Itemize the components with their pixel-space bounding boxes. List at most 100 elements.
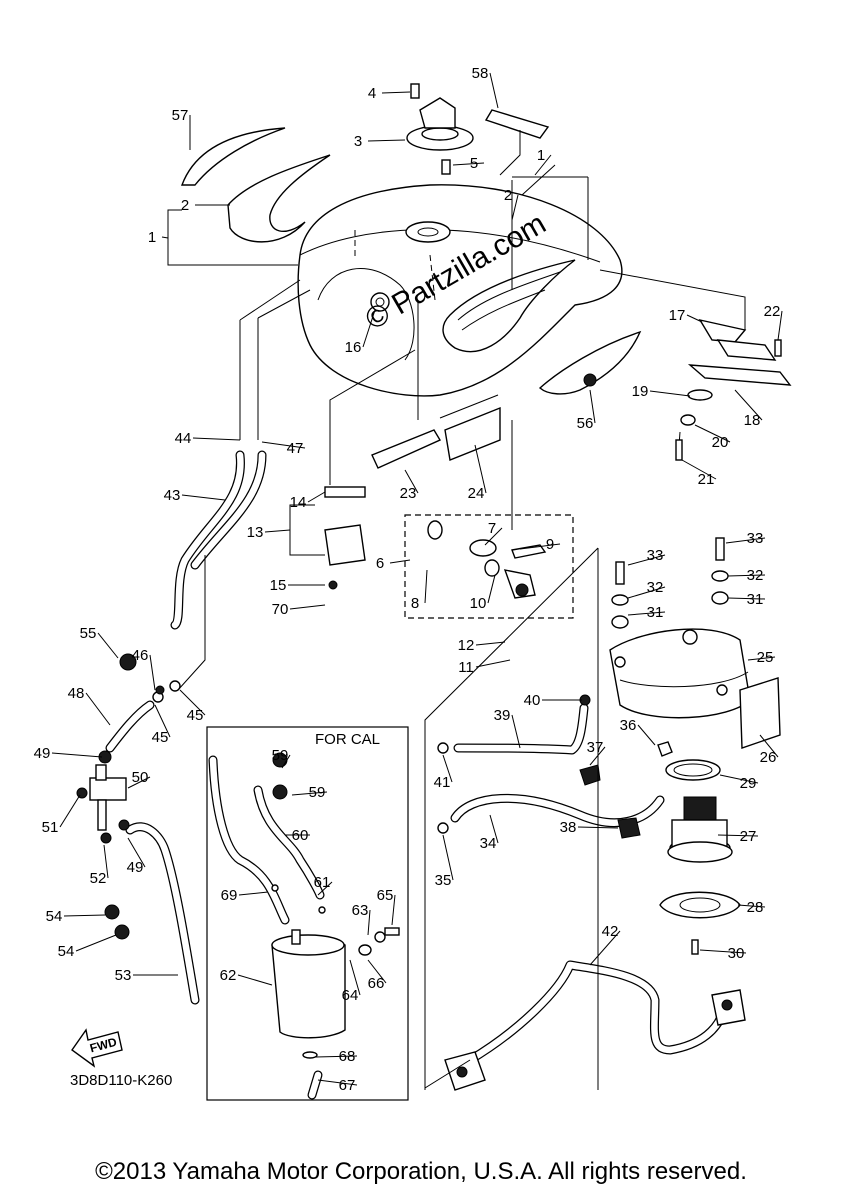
callout-leader-18 — [734, 389, 763, 421]
callout-leader-45 — [154, 704, 171, 738]
callout-19: 19 — [632, 383, 649, 400]
filler-neck — [405, 159, 451, 243]
callout-4: 4 — [368, 85, 376, 102]
callout-57: 57 — [172, 107, 189, 124]
callout-17: 17 — [669, 307, 686, 324]
callout-59: 59 — [272, 747, 289, 764]
callout-55: 55 — [80, 625, 97, 642]
callout-leader-10 — [487, 574, 496, 604]
callout-leader-8 — [424, 569, 428, 604]
hose-53 — [125, 822, 200, 1005]
callout-38: 38 — [560, 819, 577, 836]
callout-51: 51 — [42, 819, 59, 836]
hose-48 — [105, 700, 155, 753]
callout-leader-11 — [475, 659, 511, 668]
fwd-arrow-icon: FWD — [71, 1028, 123, 1068]
callout-2: 2 — [181, 197, 189, 214]
callout-31-b6: 31 — [647, 604, 664, 621]
callout-leader-46 — [149, 654, 156, 691]
callout-6: 6 — [376, 555, 384, 572]
callout-61: 61 — [314, 874, 331, 891]
callout-leader-25 — [747, 656, 776, 661]
callout-leader-32-b7 — [627, 586, 666, 599]
callout-leader-52 — [103, 844, 109, 879]
callout-leader-42 — [589, 930, 621, 966]
callout-12: 12 — [458, 637, 475, 654]
callout-45-b2: 45 — [187, 707, 204, 724]
canister-62 — [271, 929, 346, 1100]
callout-leader-49 — [51, 752, 103, 758]
callout-leader-68 — [315, 1055, 358, 1058]
callout-3: 3 — [354, 133, 362, 150]
callout-33-b8: 33 — [647, 547, 664, 564]
reference-code: 3D8D110-K260 — [70, 1072, 173, 1089]
callout-leader-27 — [717, 834, 759, 837]
callout-30: 30 — [728, 945, 745, 962]
callout-leader-12 — [475, 641, 506, 646]
pump-plate-28 — [659, 891, 741, 955]
callout-63: 63 — [352, 902, 369, 919]
callout-20: 20 — [712, 434, 729, 451]
callout-7: 7 — [488, 520, 496, 537]
knee-decal-right — [538, 330, 642, 395]
tank-bracket — [675, 318, 792, 461]
callout-62: 62 — [220, 967, 237, 984]
callout-43: 43 — [164, 487, 181, 504]
callout-69: 69 — [221, 887, 238, 904]
fuel-pump-27 — [667, 796, 733, 863]
callout-32-b7: 32 — [647, 579, 664, 596]
callout-34: 34 — [480, 835, 497, 852]
callout-leader-30 — [699, 949, 747, 954]
callout-leader-22 — [777, 310, 783, 341]
callout-leader-6 — [389, 559, 411, 564]
callout-leader-33-b8 — [627, 554, 666, 566]
callout-53: 53 — [115, 967, 132, 984]
callout-leader-32 — [727, 574, 766, 577]
callout-leader-37 — [589, 746, 606, 766]
callout-leader-51 — [59, 794, 81, 828]
grommet-16 — [370, 292, 390, 312]
callout-leader-28 — [737, 904, 766, 908]
callout-49-b3: 49 — [127, 859, 144, 876]
callout-33: 33 — [747, 530, 764, 547]
callout-49: 49 — [34, 745, 51, 762]
california-box — [206, 726, 409, 1101]
knee-decal-left — [180, 127, 286, 186]
callout-59-b5: 59 — [309, 784, 326, 801]
callout-15: 15 — [270, 577, 287, 594]
callout-leader-47 — [261, 441, 306, 449]
fuel-cock — [427, 520, 547, 599]
fwd-label: FWD — [88, 1035, 118, 1056]
callout-leader-29 — [719, 774, 759, 784]
callout-leader-19 — [649, 390, 691, 397]
callout-leader-24 — [474, 444, 487, 494]
callout-leader-4 — [381, 91, 411, 94]
callout-23: 23 — [400, 485, 417, 502]
callout-leader-39 — [511, 714, 521, 749]
callout-60: 60 — [292, 827, 309, 844]
callout-26: 26 — [760, 749, 777, 766]
callout-66: 66 — [368, 975, 385, 992]
pad-26 — [739, 677, 781, 749]
callout-leader-56 — [589, 389, 596, 424]
callout-21: 21 — [698, 471, 715, 488]
callout-37: 37 — [587, 739, 604, 756]
fuel-fittings — [437, 694, 673, 839]
callout-leader-17 — [686, 314, 703, 323]
callout-leader-34 — [489, 814, 499, 844]
callout-leader-44 — [192, 437, 241, 441]
callout-41: 41 — [434, 774, 451, 791]
copyright-footer: ©2013 Yamaha Motor Corporation, U.S.A. A… — [95, 1158, 747, 1185]
valve-50 — [76, 764, 130, 844]
petcock-group — [404, 514, 574, 619]
callout-leader-66 — [367, 959, 387, 984]
callout-leader-50 — [127, 776, 151, 789]
callout-44: 44 — [175, 430, 192, 447]
canister-hardware — [271, 752, 400, 956]
callout-leader-69 — [238, 891, 269, 896]
callout-16: 16 — [345, 339, 362, 356]
callout-24: 24 — [468, 485, 485, 502]
callout-64: 64 — [342, 987, 359, 1004]
